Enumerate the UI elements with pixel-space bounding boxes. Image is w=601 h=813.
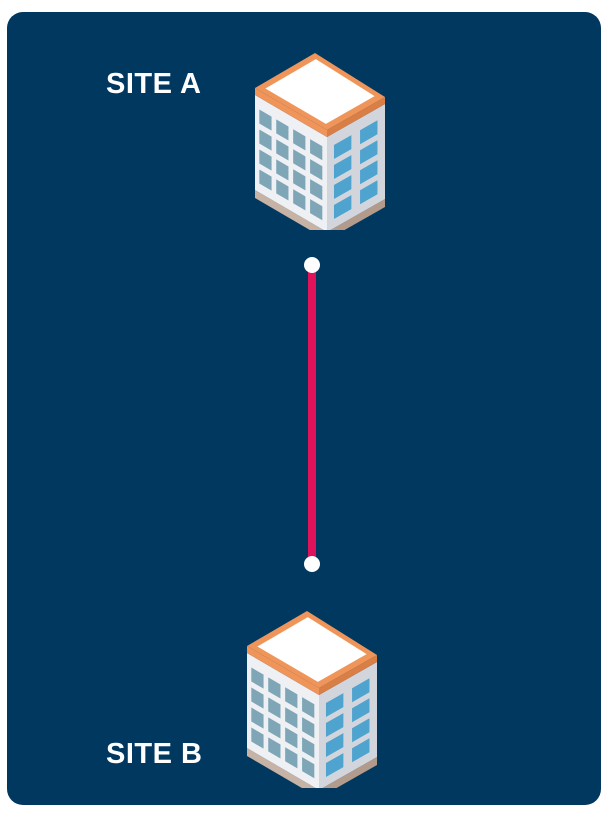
site-b-building-icon bbox=[237, 598, 387, 788]
link-endpoint-a bbox=[304, 257, 320, 273]
link-endpoint-b bbox=[304, 556, 320, 572]
site-a-building-icon bbox=[245, 40, 395, 230]
diagram-canvas: SITE A SITE B bbox=[7, 12, 601, 805]
